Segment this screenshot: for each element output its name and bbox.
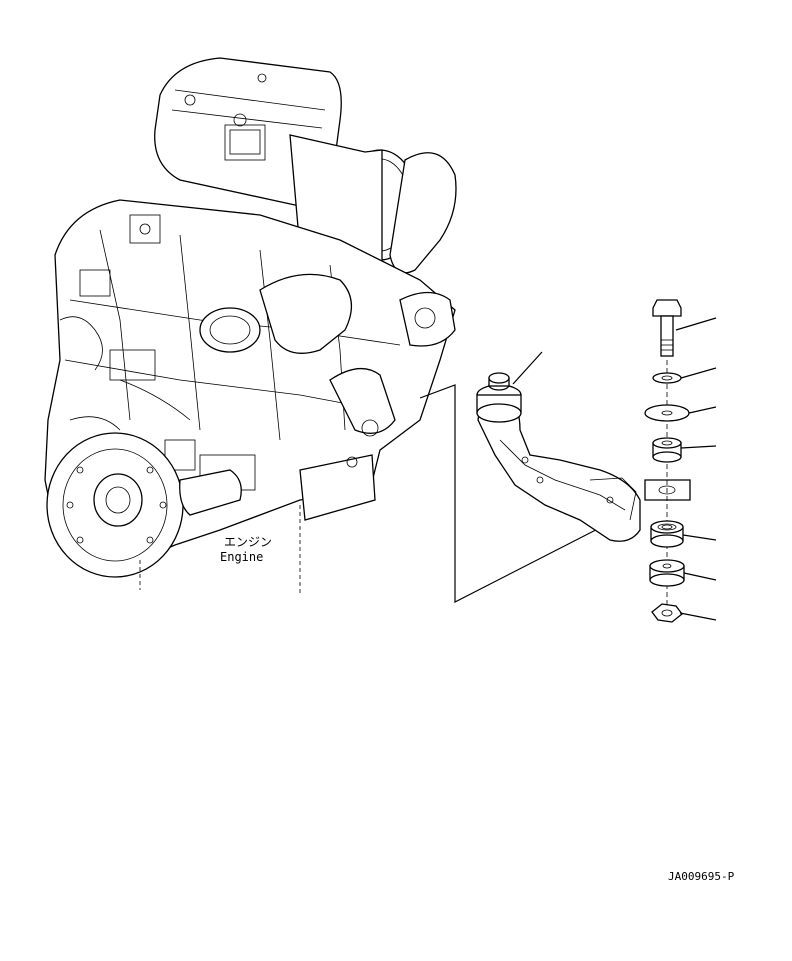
aftertreatment-unit [154, 57, 457, 274]
mount-bracket [476, 372, 691, 542]
mount-nut [651, 603, 683, 623]
lower-cushion [650, 520, 684, 548]
engine-label-en: Engine [220, 550, 263, 564]
flywheel-housing [46, 432, 184, 578]
mount-bolt [652, 299, 682, 357]
upper-cushion [652, 437, 682, 463]
small-washer [652, 372, 682, 384]
starter-motor [179, 469, 242, 516]
mount-spacer [649, 559, 685, 587]
engine-assembly [44, 57, 457, 595]
large-washer [644, 404, 690, 422]
mount-leader-line [419, 384, 626, 603]
engine-label-jp: エンジン [224, 535, 272, 549]
exploded-parts [644, 299, 717, 623]
bracket-leader [512, 351, 543, 385]
drawing-number: JA009695-P [668, 870, 735, 883]
